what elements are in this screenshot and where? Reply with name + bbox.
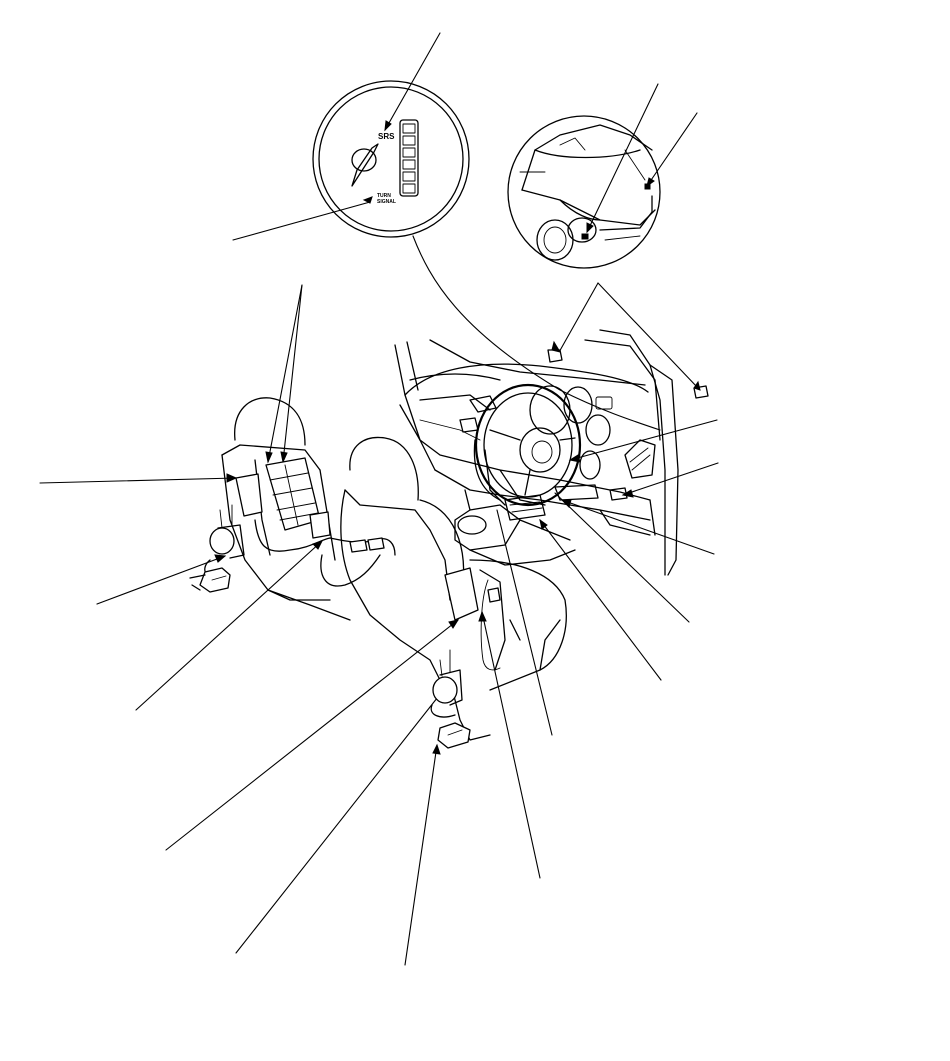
gauge-cluster-inset: SRS TURN SIGNAL bbox=[312, 80, 470, 238]
fuel-gauge-segments bbox=[399, 119, 419, 197]
callout-leader-lines bbox=[39, 32, 719, 966]
car-front-inset bbox=[507, 115, 661, 269]
passenger-side-airbag bbox=[444, 567, 479, 621]
driver-buckle-connector bbox=[199, 567, 231, 593]
passenger-buckle-connector bbox=[437, 722, 471, 749]
driver-side-airbag bbox=[235, 473, 263, 517]
center-console bbox=[454, 489, 576, 566]
driver-seat bbox=[189, 397, 396, 621]
leader-front-sensor-left bbox=[586, 83, 659, 233]
srs-indicator-label: SRS bbox=[378, 132, 395, 141]
warning-label-line2: SIGNAL bbox=[377, 199, 396, 205]
passenger-seat bbox=[340, 436, 567, 749]
leader-front-sensor-right bbox=[646, 112, 698, 187]
dashboard-assembly bbox=[394, 329, 709, 576]
passenger-seat-belt-tensioner bbox=[432, 676, 458, 704]
warning-label-line1: TURN bbox=[377, 193, 391, 199]
driver-seat-belt-tensioner bbox=[209, 527, 235, 555]
leader-turn-signal bbox=[232, 201, 371, 241]
steering-wheel bbox=[473, 383, 582, 507]
leader-srs-indicator bbox=[384, 32, 441, 131]
front-impact-sensor-left bbox=[581, 233, 589, 240]
driver-airbag bbox=[519, 427, 561, 473]
